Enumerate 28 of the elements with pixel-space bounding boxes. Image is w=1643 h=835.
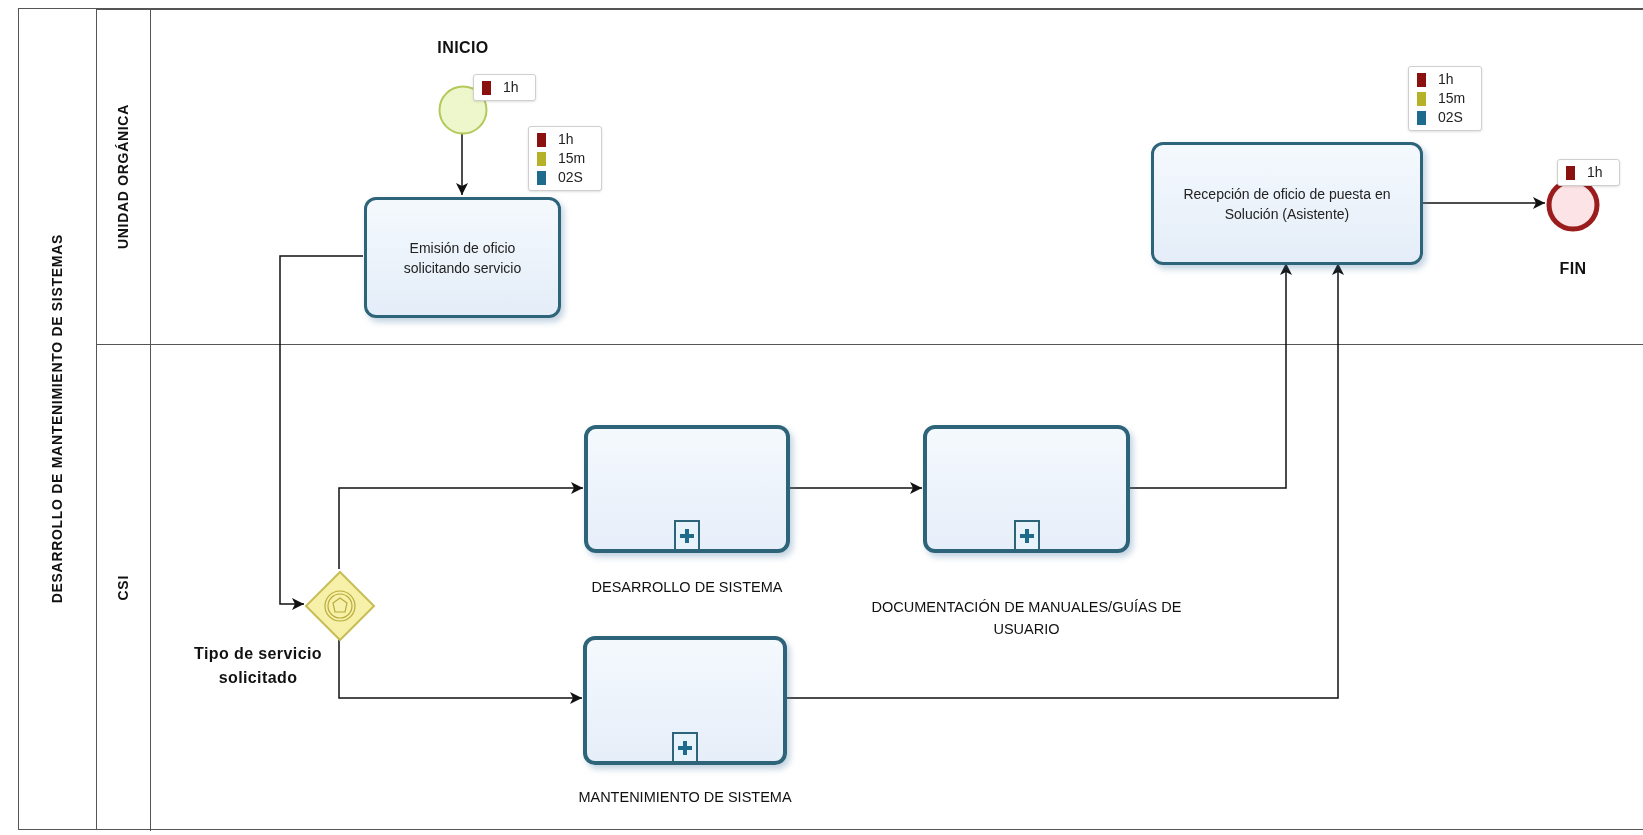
lane-title: UNIDAD ORGÁNICA [114,104,132,250]
duration-text: 1h [503,79,519,96]
duration-text: 1h [1587,164,1603,181]
subprocess-label: DOCUMENTACIÓN DE MANUALES/GUÍAS DE USUARIO [870,598,1183,639]
sequence-flow-arrow [788,482,923,494]
sequence-flow-arrow [338,638,583,704]
subprocess-label: DESARROLLO DE SISTEMA [590,578,784,597]
event-label: INICIO [436,38,490,58]
duration-text: 15m [1438,90,1466,107]
task-label: Recepción de oficio de puesta en Solución (Asistente) [1182,184,1392,224]
task-label: Emisión de oficio solicitando servicio [402,238,523,278]
sequence-flow-arrow [279,255,364,610]
event-label: FIN [1558,259,1588,279]
swimlane [97,9,1643,344]
sequence-flow-arrow [1421,197,1546,209]
pool-title: DESARROLLO DE MANTENIMIENTO DE SISTEMAS [48,234,66,604]
gateway-label: Tipo de servicio solicitado [193,644,323,688]
duration-text: 02S [558,169,583,186]
sequence-flow-arrow [338,482,584,570]
duration-text: 1h [1438,71,1454,88]
subprocess-label: MANTENIMIENTO DE SISTEMA [577,788,793,807]
lane-title: CSI [114,575,132,601]
pool [18,8,1643,830]
duration-text: 1h [558,131,574,148]
swimlane [97,344,1643,831]
duration-text: 15m [558,150,586,167]
duration-text: 02S [1438,109,1463,126]
sequence-flow-arrow [456,132,468,196]
